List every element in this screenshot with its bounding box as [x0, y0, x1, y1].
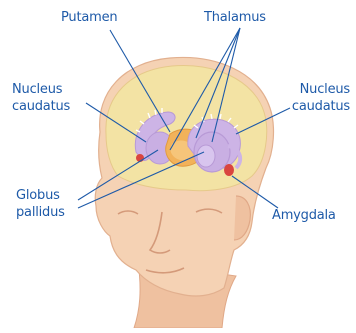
label-nucleus-caudatus-right-line1: Nucleus	[280, 81, 350, 98]
label-amygdala: Amygdala	[272, 207, 336, 224]
label-globus-pallidus-line2: pallidus	[16, 204, 65, 221]
label-nucleus-caudatus-left-line1: Nucleus	[12, 81, 70, 98]
label-globus-pallidus-line1: Globus	[16, 187, 65, 204]
label-nucleus-caudatus-left: Nucleus caudatus	[12, 81, 70, 115]
amygdala-shape	[224, 164, 234, 176]
label-nucleus-caudatus-left-line2: caudatus	[12, 98, 70, 115]
brain-outline	[106, 65, 267, 190]
label-nucleus-caudatus-right-line2: caudatus	[280, 98, 350, 115]
label-thalamus: Thalamus	[204, 9, 266, 26]
globus-pallidus-inner	[197, 145, 215, 167]
label-putamen: Putamen	[61, 9, 117, 26]
label-globus-pallidus: Globus pallidus	[16, 187, 65, 221]
label-nucleus-caudatus-right: Nucleus caudatus	[280, 81, 350, 115]
